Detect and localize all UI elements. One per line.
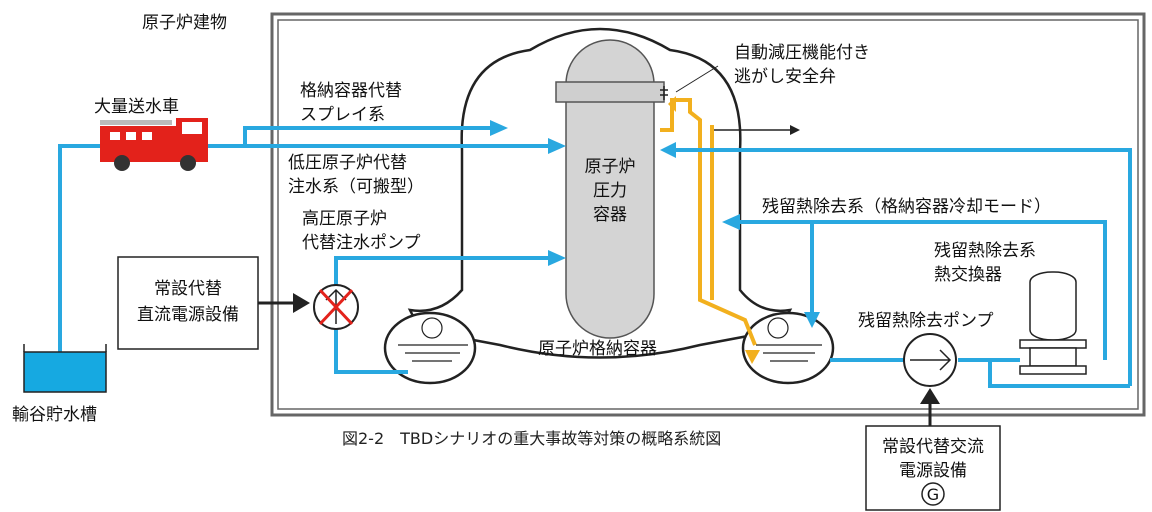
spray-arrow [490,120,508,136]
srv-leader-line [675,65,719,93]
lp-injection-label-line2: 注水系（可搬型） [288,177,424,197]
ac-power-label-line2: 電源設備 [899,461,967,481]
dc-power-box [117,256,259,350]
rhr-pump-label: 残留熱除去ポンプ [858,311,994,331]
generator-symbol: G [927,485,939,504]
lp-injection-arrow [548,138,566,154]
containment-label: 原子炉格納容器 [538,339,657,359]
suppression-pool-left [383,311,477,385]
rhr-spray-arrow [722,214,740,230]
containment-vessel [407,27,793,359]
ac-power-label-line1: 常設代替交流 [882,437,984,457]
srv-discharge-arrow [745,350,760,364]
water-tank-icon [23,344,107,393]
srv-discharge-line [660,98,757,346]
safety-relief-valve-icon [660,86,668,100]
rhr-pool-arrow [804,312,820,328]
rhr-mode-label: 残留熱除去系（格納容器冷却モード） [762,197,1051,217]
rhr-heat-exchanger-icon [1019,271,1087,375]
rhr-return-arrow [660,142,676,158]
vessel-flange [555,81,665,103]
hp-pump-label-line1: 高圧原子炉 [302,209,387,229]
generator-icon [921,482,945,506]
fire-truck-icon [100,118,208,171]
water-lines [58,126,1132,388]
vessel-label-line1: 原子炉 [585,157,636,177]
srv-label-line1: 自動減圧機能付き [734,43,870,63]
reactor-pressure-vessel [565,39,655,339]
dc-power-label-line1: 常設代替 [154,279,222,299]
truck-label: 大量送水車 [94,97,179,117]
suppression-pool-right [741,311,835,385]
reactor-building-label: 原子炉建物 [142,13,227,33]
rhr-hx-label-line1: 残留熱除去系 [934,241,1036,261]
rhr-pump-icon [903,333,957,387]
vessel-label-line2: 圧力 [593,181,627,201]
figure-caption: 図2-2 TBDシナリオの重大事故等対策の概略系統図 [342,429,721,448]
srv-label-line2: 逃がし安全弁 [734,67,836,87]
dc-power-label-line2: 直流電源設備 [137,305,239,325]
spray-label-line1: 格納容器代替 [300,81,402,101]
reactor-building-frame [270,12,1146,417]
rhr-hx-label-line2: 熱交換器 [934,265,1002,285]
hp-pump-icon [313,284,359,330]
tank-label: 輸谷貯水槽 [12,405,97,425]
lp-injection-label-line1: 低圧原子炉代替 [288,153,407,173]
spray-label-line2: スプレイ系 [300,105,385,125]
hp-pump-label-line2: 代替注水ポンプ [302,233,421,253]
hp-injection-arrow [548,250,566,266]
reactor-building-inner-frame [277,19,1139,410]
vessel-label-line3: 容器 [593,205,627,225]
